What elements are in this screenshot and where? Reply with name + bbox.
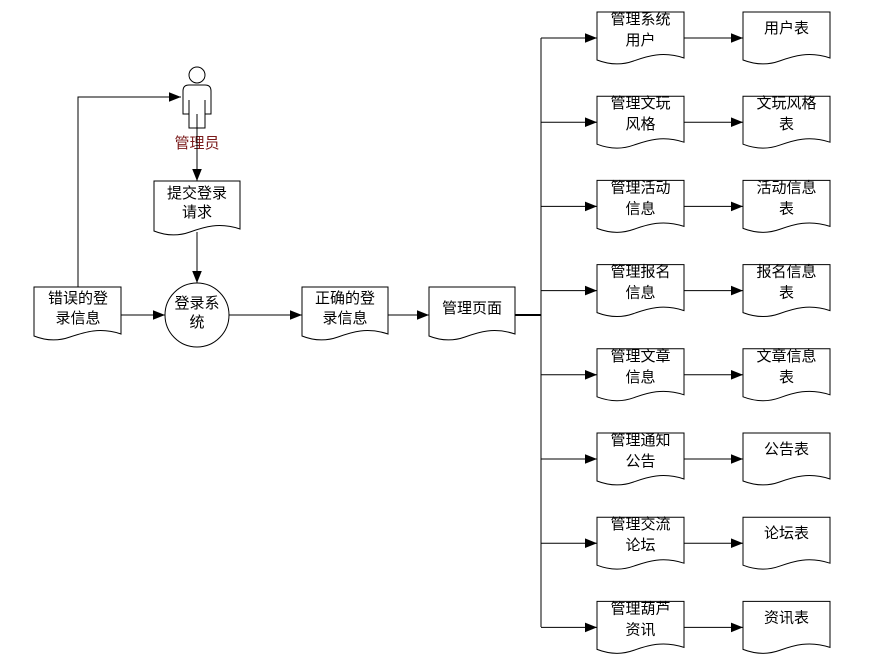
manage-node-line-1: 管理交流 bbox=[610, 515, 670, 533]
manage-node-line-1: 管理文玩 bbox=[610, 95, 670, 112]
manage-node-line-1: 管理活动 bbox=[610, 179, 670, 196]
login-system-line-1: 登录系 bbox=[174, 295, 219, 312]
table-node: 资讯表 bbox=[742, 600, 831, 654]
table-node: 公告表 bbox=[742, 432, 831, 486]
table-node-line-2: 表 bbox=[779, 200, 794, 217]
manage-node-line-2: 信息 bbox=[625, 200, 655, 217]
manage-node-line-1: 管理系统 bbox=[610, 11, 670, 28]
manage-node-line-1: 管理通知 bbox=[610, 432, 670, 449]
submit-request-line-1: 提交登录 bbox=[167, 184, 227, 202]
manage-node-line-2: 用户 bbox=[625, 32, 655, 49]
manage-node-line-2: 公告 bbox=[625, 453, 655, 470]
manage-node-line-2: 信息 bbox=[625, 285, 655, 302]
manage-node-line-2: 风格 bbox=[625, 116, 655, 133]
correct-info-line-2: 录信息 bbox=[322, 310, 367, 327]
table-node-line-1: 资讯表 bbox=[764, 609, 809, 626]
submit-login-request-node: 提交登录 请求 bbox=[153, 180, 241, 236]
wrong-info-line-2: 录信息 bbox=[55, 310, 100, 327]
manage-node-line-2: 信息 bbox=[625, 369, 655, 386]
manage-node-line-2: 资讯 bbox=[625, 621, 655, 638]
manage-node-line-2: 论坛 bbox=[625, 537, 655, 554]
table-node-line-1: 论坛表 bbox=[764, 525, 809, 542]
table-node-line-2: 表 bbox=[779, 116, 794, 133]
table-node-line-1: 用户表 bbox=[764, 20, 809, 37]
table-node-line-1: 活动信息 bbox=[756, 179, 816, 196]
login-system-line-2: 统 bbox=[189, 314, 204, 331]
table-node: 论坛表 bbox=[742, 516, 831, 570]
admin-page-label: 管理页面 bbox=[442, 300, 502, 317]
table-node-line-2: 表 bbox=[779, 285, 794, 302]
manage-node-line-1: 管理葫芦 bbox=[610, 600, 670, 617]
manage-node-line-1: 管理报名 bbox=[610, 264, 670, 281]
wrong-info-line-1: 错误的登 bbox=[48, 290, 108, 307]
function-rows: 管理系统用户用户表管理文玩风格文玩风格表管理活动信息活动信息表管理报名信息报名信… bbox=[541, 11, 831, 654]
login-system-node: 登录系 统 bbox=[164, 282, 230, 348]
administrator-actor-icon bbox=[182, 66, 212, 129]
wrong-login-info-node: 错误的登 录信息 bbox=[33, 286, 122, 341]
table-node-line-1: 公告表 bbox=[764, 441, 809, 458]
correct-info-line-1: 正确的登 bbox=[315, 290, 375, 307]
submit-request-line-2: 请求 bbox=[182, 204, 212, 221]
table-node-line-2: 表 bbox=[779, 369, 794, 386]
table-node-line-1: 文章信息 bbox=[756, 347, 816, 365]
table-node-line-1: 文玩风格 bbox=[756, 95, 816, 112]
correct-login-info-node: 正确的登 录信息 bbox=[301, 286, 389, 341]
table-node-line-1: 报名信息 bbox=[756, 264, 816, 281]
manage-node-line-1: 管理文章 bbox=[610, 347, 670, 365]
table-node: 用户表 bbox=[742, 11, 831, 65]
wrong-to-actor-connector bbox=[77, 92, 181, 287]
admin-page-node: 管理页面 bbox=[428, 286, 516, 341]
